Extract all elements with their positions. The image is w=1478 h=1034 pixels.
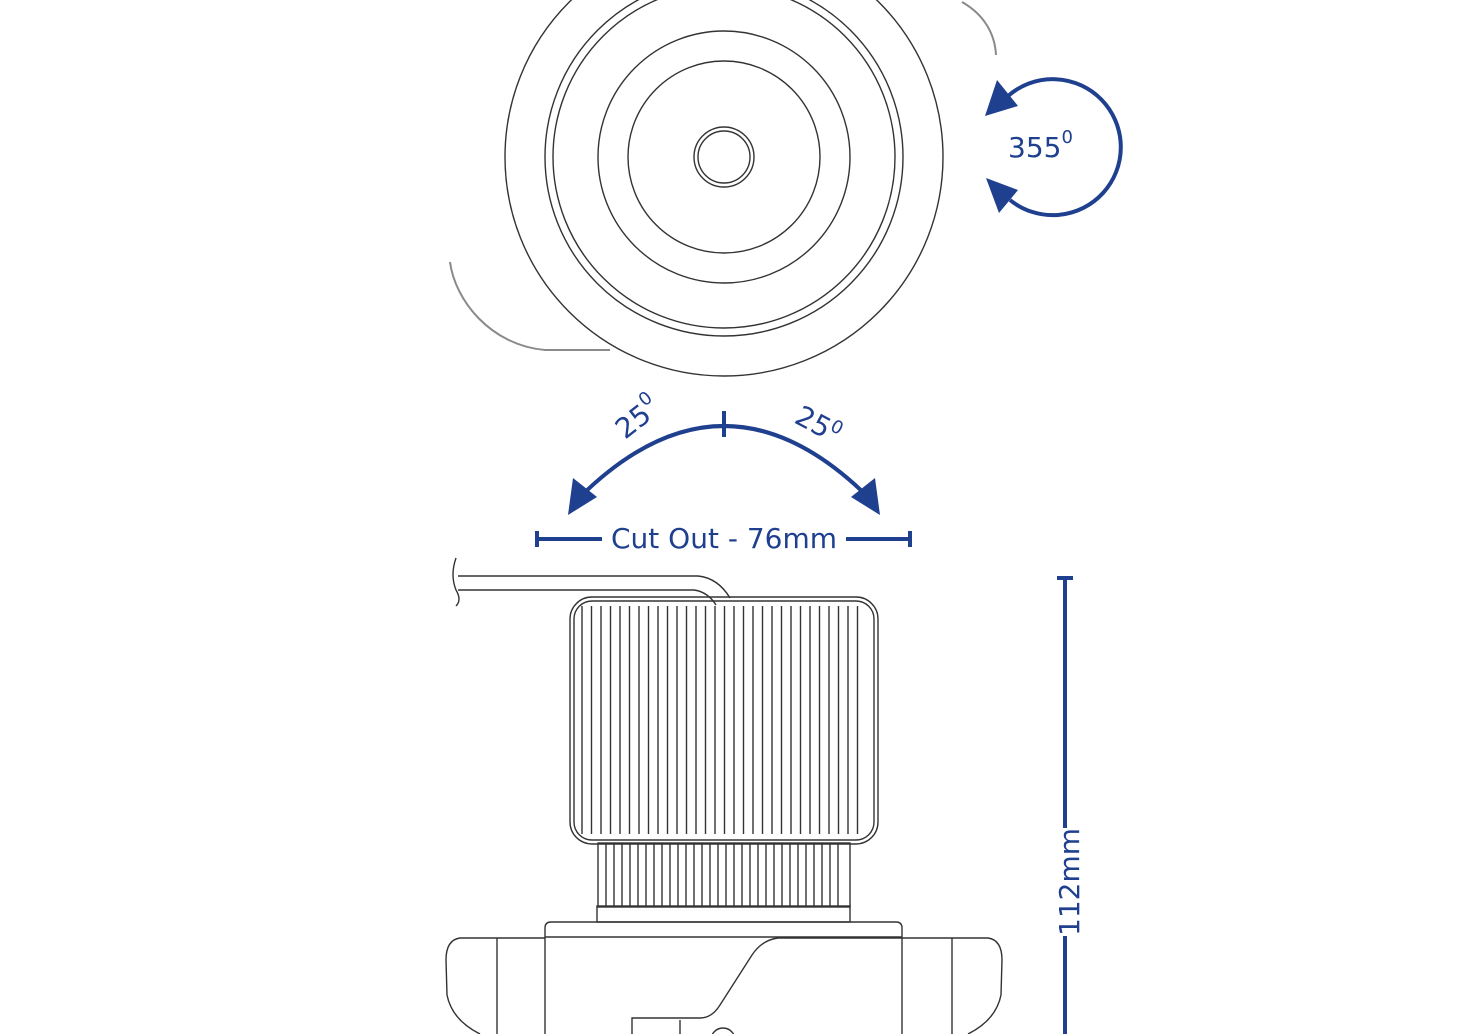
led-lens-inner bbox=[697, 130, 751, 184]
side-view bbox=[445, 557, 1003, 1034]
collar-fins bbox=[605, 844, 839, 906]
reflector-ring bbox=[597, 30, 851, 284]
rotation-indicator: 3550 bbox=[985, 77, 1123, 218]
tilt-right-value: 25 bbox=[790, 399, 837, 445]
bezel-ring-inner bbox=[552, 0, 896, 329]
reflector-inner-ring bbox=[627, 60, 821, 254]
side-view-cable-end bbox=[452, 557, 460, 607]
rotation-angle-label: 3550 bbox=[1008, 127, 1073, 164]
rotation-angle-value: 355 bbox=[1008, 131, 1061, 164]
tilt-arrowhead-right bbox=[851, 478, 880, 515]
tilt-left-label: 250 bbox=[607, 387, 667, 445]
rotation-arrowhead-top bbox=[985, 80, 1018, 116]
cut-out-label: Cut Out - 76mm bbox=[611, 522, 837, 555]
tilt-arrowhead-left bbox=[568, 478, 597, 515]
rotation-angle-unit: 0 bbox=[1061, 127, 1072, 148]
heatsink-inner-outline bbox=[573, 600, 875, 841]
side-view-cable bbox=[458, 575, 731, 606]
top-view-cable-lower bbox=[449, 261, 610, 351]
top-view bbox=[449, 0, 997, 385]
top-view-cable-upper bbox=[961, 1, 997, 56]
heatsink-fins bbox=[581, 606, 859, 834]
rotation-arc bbox=[1006, 77, 1123, 218]
trim-flange-left bbox=[445, 937, 545, 1034]
bezel-ring-outer bbox=[544, 0, 904, 337]
height-label: 112mm bbox=[1053, 828, 1086, 936]
housing-body bbox=[544, 921, 903, 1034]
spring-clip bbox=[631, 937, 902, 1034]
tilt-indicator: 250 250 bbox=[568, 387, 880, 515]
led-lens-outer bbox=[693, 126, 755, 188]
trim-flange-right bbox=[902, 937, 1003, 1034]
outer-trim-ring-inner-edge bbox=[496, 0, 952, 385]
heatsink-body bbox=[569, 596, 879, 845]
height-dimension: 112mm bbox=[1053, 576, 1086, 1034]
collar bbox=[597, 842, 851, 908]
clip-screw bbox=[711, 1027, 735, 1034]
outer-trim-ring bbox=[504, 0, 944, 377]
cut-out-dimension: Cut Out - 76mm bbox=[535, 522, 912, 555]
rotation-arrowhead-bottom bbox=[986, 178, 1018, 213]
collar-base bbox=[596, 905, 851, 923]
